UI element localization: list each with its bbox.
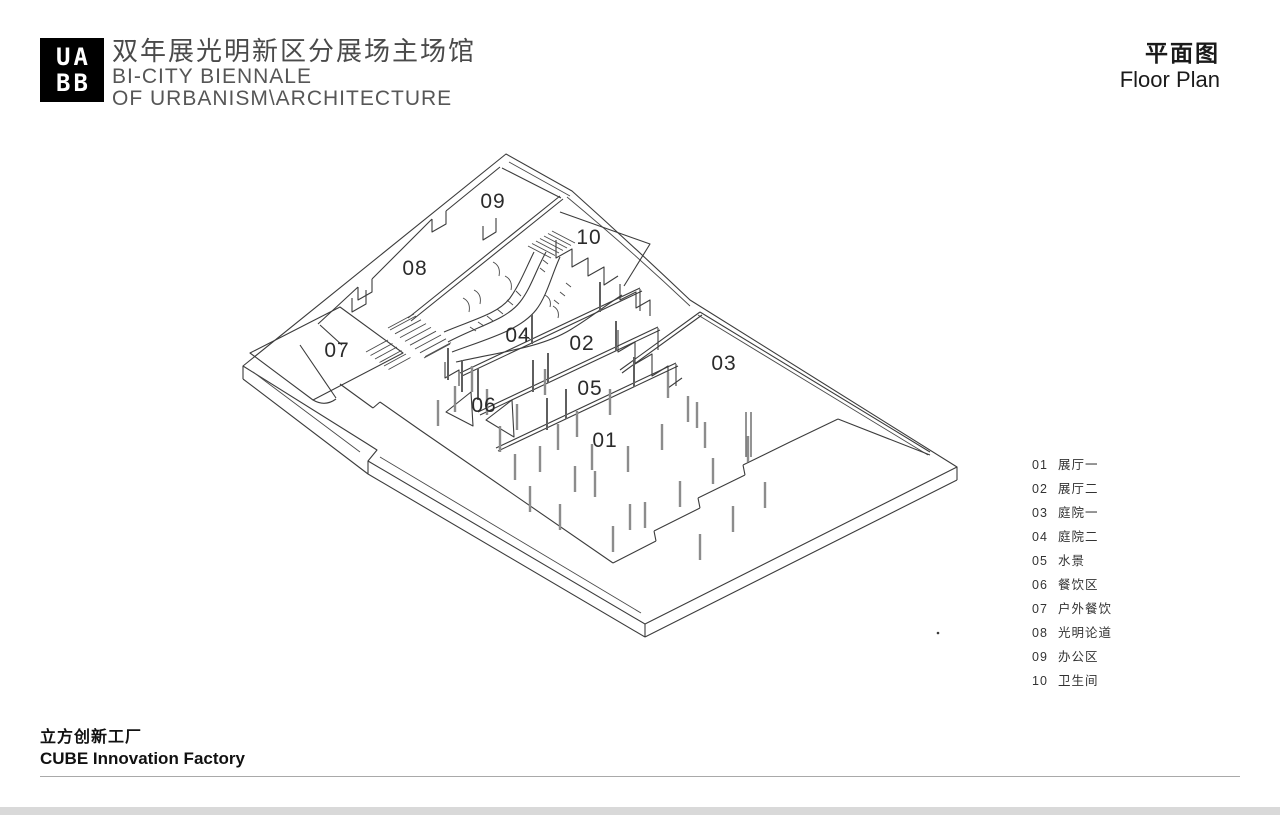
base-plate — [242, 153, 958, 638]
plan-label-01: 01 — [592, 429, 617, 452]
room-legend: 01 展厅一 02 展厅二 03 庭院一 04 庭院二 05 水景 06 餐饮区 07 户外餐饮 08 光明论… — [1032, 454, 1112, 694]
plan-label-04: 04 — [505, 324, 530, 347]
exhibition-title-en-1: BI-CITY BIENNALE — [112, 65, 312, 88]
header-title-block: 双年展光明新区分展场主场馆 BI-CITY BIENNALE OF URBANI… — [112, 36, 476, 110]
legend-item-label: 餐饮区 — [1058, 578, 1099, 592]
legend-item-code: 04 — [1032, 530, 1048, 544]
legend-item-05: 05 水景 — [1032, 550, 1112, 574]
uabb-logo: UA BB — [40, 38, 104, 102]
exhibition-title-en-2: OF URBANISM\ARCHITECTURE — [112, 87, 453, 110]
plan-label-07: 07 — [324, 339, 349, 362]
exhibition-title-zh: 双年展光明新区分展场主场馆 — [112, 36, 477, 66]
legend-item-label: 办公区 — [1058, 650, 1099, 664]
legend-item-code: 07 — [1032, 602, 1048, 616]
legend-item-label: 展厅二 — [1058, 482, 1099, 496]
perimeter-strip — [317, 166, 501, 346]
plan-label-08: 08 — [402, 257, 427, 280]
legend-item-07: 07 户外餐饮 — [1032, 598, 1112, 622]
footer-divider — [40, 776, 1240, 777]
legend-item-code: 05 — [1032, 554, 1048, 568]
legend-item-08: 08 光明论道 — [1032, 622, 1112, 646]
sheet-title-zh: 平面图 — [1145, 40, 1220, 66]
plan-label-06: 06 — [471, 394, 496, 417]
gallery-wall — [407, 167, 564, 322]
legend-item-09: 09 办公区 — [1032, 646, 1112, 670]
legend-item-code: 08 — [1032, 626, 1048, 640]
sheet-title-en: Floor Plan — [1119, 67, 1220, 92]
column-field — [436, 366, 767, 560]
project-title-zh: 立方创新工厂 — [40, 729, 143, 746]
room-10-walls — [555, 211, 651, 316]
room-07-block — [249, 306, 404, 404]
legend-item-04: 04 庭院二 — [1032, 526, 1112, 550]
legend-item-label: 光明论道 — [1058, 626, 1113, 640]
legend-item-label: 庭院一 — [1058, 506, 1099, 520]
plan-label-02: 02 — [569, 332, 594, 355]
project-title-block: 立方创新工厂 CUBE Innovation Factory — [40, 727, 245, 770]
legend-item-06: 06 餐饮区 — [1032, 574, 1112, 598]
legend-item-02: 02 展厅二 — [1032, 478, 1112, 502]
legend-item-01: 01 展厅一 — [1032, 454, 1112, 478]
logo-line-2: BB — [56, 69, 91, 97]
plate-dot — [936, 631, 940, 635]
plan-label-05: 05 — [577, 377, 602, 400]
legend-item-code: 01 — [1032, 458, 1048, 472]
plan-label-09: 09 — [480, 190, 505, 213]
legend-item-03: 03 庭院一 — [1032, 502, 1112, 526]
legend-item-code: 03 — [1032, 506, 1048, 520]
legend-item-code: 09 — [1032, 650, 1048, 664]
bottom-edge-strip — [0, 807, 1280, 815]
legend-item-label: 庭院二 — [1058, 530, 1099, 544]
curved-ramp — [443, 251, 623, 363]
plan-label-10: 10 — [576, 226, 601, 249]
legend-item-label: 水景 — [1058, 554, 1086, 568]
legend-item-label: 卫生间 — [1058, 674, 1099, 688]
stairs — [365, 230, 576, 370]
legend-item-10: 10 卫生间 — [1032, 670, 1112, 694]
hall-01-boundary — [339, 383, 614, 564]
wall-columns — [447, 282, 635, 430]
plan-label-03: 03 — [711, 352, 736, 375]
legend-item-code: 02 — [1032, 482, 1048, 496]
plan-number-labels: 01 02 03 04 05 06 07 08 09 10 — [324, 190, 736, 452]
logo-line-1: UA — [56, 43, 91, 71]
legend-item-code: 10 — [1032, 674, 1048, 688]
legend-item-label: 户外餐饮 — [1058, 602, 1113, 616]
sheet-title-block: 平面图 Floor Plan — [1120, 40, 1220, 94]
project-title-en: CUBE Innovation Factory — [40, 749, 245, 768]
legend-item-label: 展厅一 — [1058, 458, 1099, 472]
courtyard-03-walls — [612, 311, 931, 564]
legend-item-code: 06 — [1032, 578, 1048, 592]
